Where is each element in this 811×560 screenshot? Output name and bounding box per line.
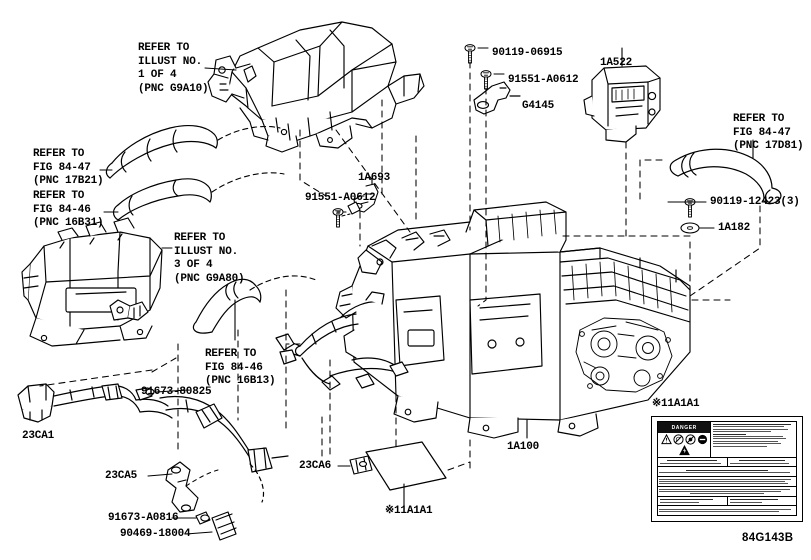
assembly-illust-1of4 [207,21,425,153]
callout-91551-a0612-top: 91551-A0612 [508,74,579,86]
washer-1a182 [680,222,700,234]
ref-fig-84-47-17d81: REFER TO FIG 84-47 (PNC 17D81) [733,113,804,152]
callout-90119-12423: 90119-12423(3) [710,196,800,208]
ref-fig-84-46-16b13: REFER TO FIG 84-46 (PNC 16B13) [205,348,276,387]
ref-fig-84-46-16b31: REFER TO FIG 84-46 (PNC 16B31) [33,190,104,229]
leader-lines [335,47,715,439]
diagram-code: 84G143B [742,532,794,544]
callout-91673-a0816: 91673-A0816 [108,512,179,524]
callout-1a100: 1A100 [507,441,540,453]
bracket-g4145 [473,81,521,115]
component-1a522 [583,65,661,143]
ref-fig-84-47-17b21: REFER TO FIG 84-47 (PNC 17B21) [33,148,104,187]
warning-triangle-icon [660,434,672,445]
callout-90469-18004: 90469-18004 [120,528,191,540]
clamp-90469-18004 [211,511,237,541]
assembly-illust-3of4 [21,217,163,347]
hose-16b13 [192,278,262,334]
callout-1a693: 1A693 [358,172,391,184]
ref-illust-1of4: REFER TO ILLUST NO. 1 OF 4 (PNC G9A10) [138,42,209,95]
callout-1a1a1-center: ※11A1A1 [385,505,433,517]
warning-text-block [711,422,796,457]
danger-banner: DANGER [658,422,711,434]
ref-illust-3of4: REFER TO ILLUST NO. 3 OF 4 (PNC G9A80) [174,232,245,285]
bolt-91551-a0612-top [480,70,492,90]
callout-91673-80825: 91673-80825 [141,386,212,398]
callout-23ca5: 23CA5 [105,470,138,482]
bracket-23ca5 [165,461,199,513]
callout-23ca6: 23CA6 [299,460,332,472]
bolt-91673-a0816 [195,511,211,525]
callout-90119-06915: 90119-06915 [492,47,563,59]
no-fire-icon [685,434,696,445]
callout-1a182: 1A182 [718,222,751,234]
warning-table-rows [658,458,796,515]
callout-91551-a0612-mid: 91551-A0612 [305,192,376,204]
hose-16b31 [112,178,212,221]
hybrid-warning-caution-label: DANGER [651,416,803,522]
high-voltage-triangle-icon [678,445,690,456]
callout-1a522: 1A522 [600,57,633,69]
harness-23ca1 [17,383,289,503]
leader-illust-1of4 [204,67,237,71]
no-entry-icon [673,434,684,445]
harness-upper [275,291,409,391]
clamp-23ca6 [349,455,373,475]
callout-23ca1: 23CA1 [22,430,55,442]
hose-17d81 [669,148,782,205]
bolt-91551-a0612-mid [332,208,344,228]
callout-1a1a1-label: ※11A1A1 [652,398,700,410]
assembly-dashed-lines [39,61,761,471]
hose-17b21 [105,124,218,179]
callout-g4145: G4145 [522,100,555,112]
assembly-1a100-main [335,201,691,439]
bolt-90119-12423 [684,198,696,218]
bolt-90119-06915 [464,44,476,64]
label-plate-1a1a1 [365,441,447,491]
no-touch-icon [697,434,708,445]
